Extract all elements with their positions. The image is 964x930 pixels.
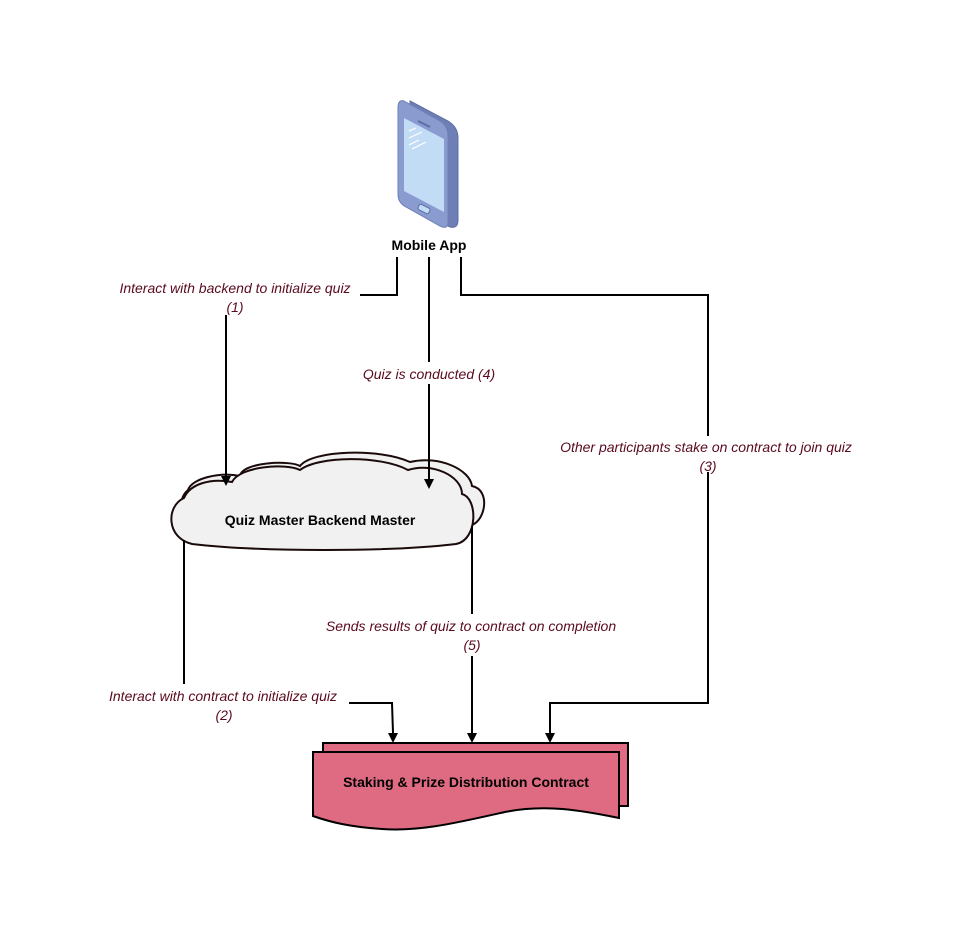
edge-1-init-backend: Interact with backend to initialize quiz… [119, 257, 398, 486]
edge-2-label-line2: (2) [215, 707, 232, 723]
edge-5-label-line1: Sends results of quiz to contract on com… [326, 618, 616, 634]
edge-2-label-line1: Interact with contract to initialize qui… [109, 688, 337, 704]
backend-label: Quiz Master Backend Master [225, 512, 416, 528]
edge-3-label-line2: (3) [699, 458, 716, 474]
backend-cloud [170, 451, 486, 551]
edge-2-init-contract: Interact with contract to initialize qui… [109, 540, 398, 743]
edge-3-participants-stake: Other participants stake on contract to … [460, 257, 852, 743]
mobile-app-label: Mobile App [392, 237, 467, 253]
edge-5-label-line2: (5) [463, 637, 480, 653]
contract-label: Staking & Prize Distribution Contract [343, 774, 589, 790]
edge-4-label: Quiz is conducted (4) [363, 366, 495, 382]
edge-4-quiz-conducted: Quiz is conducted (4) [363, 257, 495, 489]
edge-5-send-results: Sends results of quiz to contract on com… [326, 526, 616, 743]
edge-1-label-line1: Interact with backend to initialize quiz [119, 280, 350, 296]
smartphone-icon [397, 100, 459, 228]
edge-1-label-line2: (1) [226, 299, 243, 315]
contract-document [312, 742, 629, 831]
edge-3-label-line1: Other participants stake on contract to … [560, 439, 852, 455]
